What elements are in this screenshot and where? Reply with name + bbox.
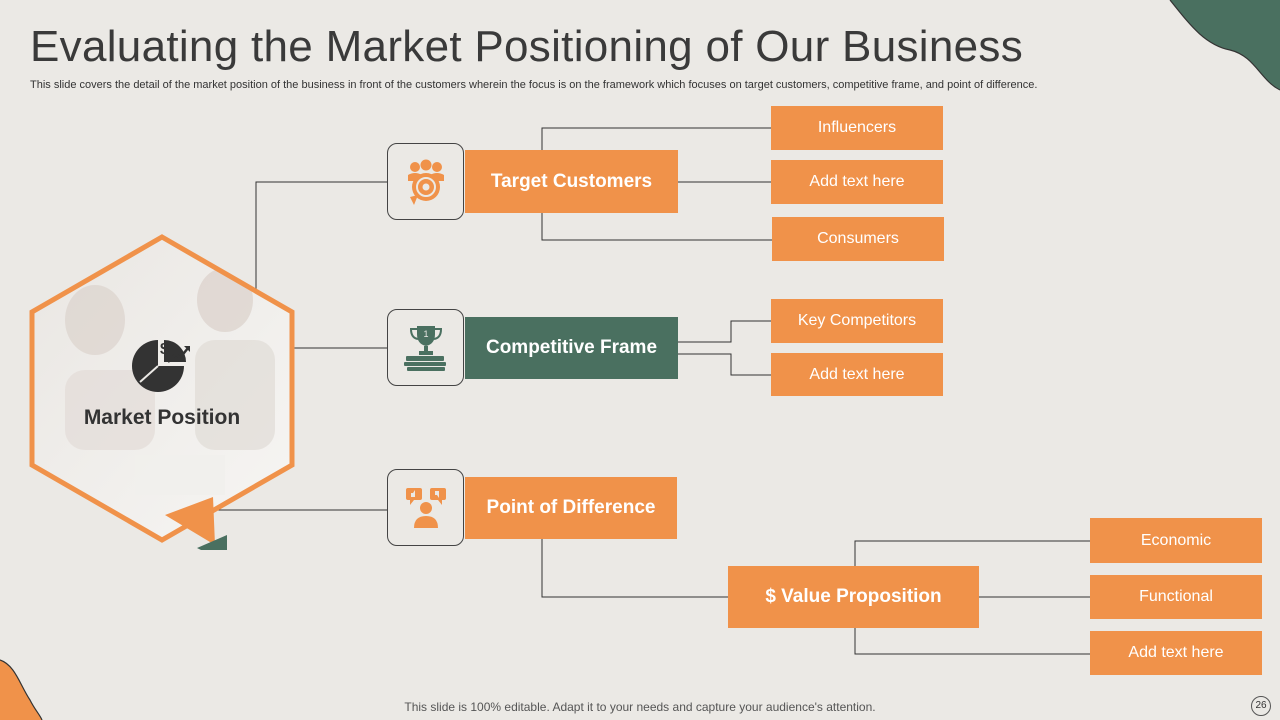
competitive-item-add-text: Add text here: [771, 353, 943, 396]
customers-target-icon: [407, 159, 444, 205]
target-customers-box: Target Customers: [465, 150, 678, 213]
feedback-person-icon: [405, 487, 446, 528]
market-position-label: Market Position: [83, 406, 241, 429]
page-number: 26: [1251, 696, 1271, 716]
point-of-difference-box: Point of Difference: [465, 477, 677, 539]
page-title: Evaluating the Market Positioning of Our…: [30, 22, 1023, 71]
trophy-icon: 1: [403, 325, 446, 371]
pie-chart-dollar-icon: $: [132, 340, 190, 392]
competitive-item-key-competitors: Key Competitors: [771, 299, 943, 343]
point-of-difference-icon-box: [387, 469, 464, 546]
corner-decoration-bottom-left: [0, 659, 43, 720]
value-item-economic: Economic: [1090, 518, 1262, 563]
svg-text:1: 1: [423, 329, 428, 339]
market-position-hexagon: [29, 234, 295, 550]
value-item-add-text: Add text here: [1090, 631, 1262, 675]
value-item-functional: Functional: [1090, 575, 1262, 619]
page-subtitle: This slide covers the detail of the mark…: [30, 79, 1038, 91]
value-proposition-box: $ Value Proposition: [728, 566, 979, 628]
svg-text:$: $: [160, 341, 169, 358]
target-item-consumers: Consumers: [772, 217, 944, 261]
corner-decoration-top-right: [1169, 0, 1280, 91]
competitive-frame-icon-box: 1: [387, 309, 464, 386]
competitive-frame-box: Competitive Frame: [465, 317, 678, 379]
target-customers-icon-box: [387, 143, 464, 220]
target-item-influencers: Influencers: [771, 106, 943, 150]
footer-note: This slide is 100% editable. Adapt it to…: [404, 700, 876, 714]
target-item-add-text: Add text here: [771, 160, 943, 204]
